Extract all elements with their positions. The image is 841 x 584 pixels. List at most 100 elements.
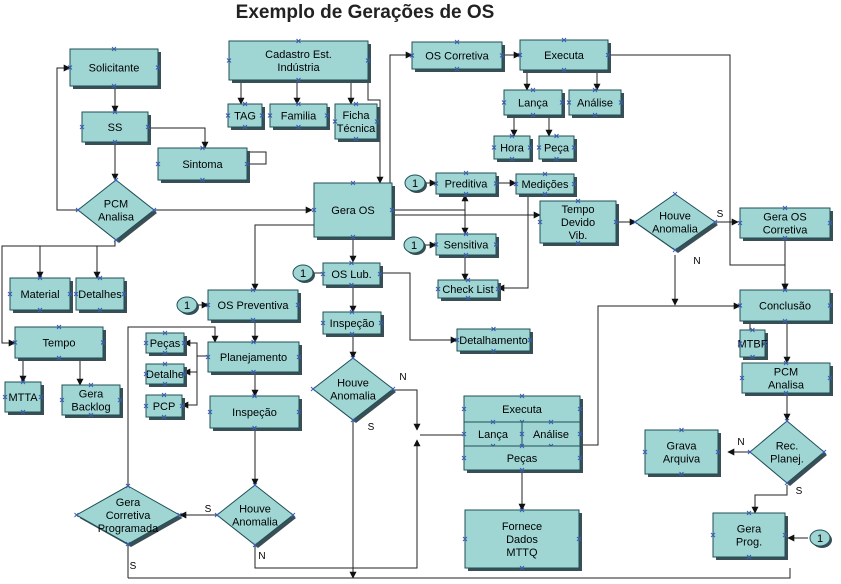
box-os-lub: OS Lub. [320,260,383,288]
connection-point-marker [324,113,330,118]
node-label: Gera OS [763,212,806,224]
node-label: OS Lub. [331,269,371,281]
node-label: Executa [502,404,543,416]
connection-point-marker [519,467,525,473]
connection-point-marker [530,87,536,93]
node-label: Gera [737,524,762,536]
node-label: Preditiva [445,179,489,191]
connection-point-marker [377,271,383,277]
connection-point-marker [821,449,827,455]
flow-line [1,245,115,347]
box-medicoes: Medições [513,171,577,197]
node-label: SS [108,122,123,134]
node-label: Análise [533,429,569,441]
connection-point-marker [519,431,525,437]
connection-point-marker [88,382,94,388]
connection-point-marker [226,58,232,63]
connection-point-marker [378,320,384,326]
connection-point-marker [782,235,788,241]
connection-point-marker [465,277,471,283]
connection-point-marker [672,191,678,197]
connection-point-marker [242,101,248,107]
connector-label: 1 [412,178,418,190]
connection-point-marker [113,177,119,183]
connection-point-marker [252,482,258,488]
box-material: Material [7,275,73,313]
connection-point-marker [390,386,396,392]
connection-point-marker [536,145,542,150]
connection-point-marker [73,291,79,297]
box-planejamento: Planejamento [205,339,302,375]
connection-point-marker [527,145,533,150]
connection-point-marker [465,295,471,301]
connection-point-marker [349,282,354,288]
connection-point-marker [162,330,168,336]
connection-point-marker [162,361,168,367]
decision-rec-planej: Rec.Planej. [747,418,827,486]
box-executa-top: Executa [517,37,611,73]
connection-point-marker [462,536,468,542]
connection-point-marker [618,100,624,105]
node-label: Programada [98,523,159,535]
node-label: Prog. [736,537,762,549]
node-label: MTBF [738,339,768,351]
flow-line [751,485,788,514]
connection-point-marker [374,119,380,124]
node-label: Analisa [98,212,135,224]
connection-point-marker [491,326,496,332]
node-label: Cadastro Est. [265,49,332,61]
connection-point-marker [7,291,13,297]
connection-point-marker [112,139,118,145]
connection-point-marker [491,348,496,354]
connector-c-geraprog: 1 [809,529,832,548]
node-label: MTTA [8,392,38,404]
flow-line [128,568,791,579]
node-label: Detalhes [78,289,122,301]
connection-point-marker [251,339,256,345]
connection-point-marker [746,510,752,516]
node-label: Backlog [71,402,110,414]
connection-point-marker [712,219,718,225]
connection-point-marker [2,394,8,400]
connection-point-marker [454,66,460,72]
connection-point-marker [155,161,161,167]
box-preditiva: Preditiva [433,170,499,197]
connection-point-marker [461,406,467,412]
connection-point-marker [782,205,788,211]
node-label: Dados [506,534,538,546]
connection-point-marker [519,393,525,399]
connection-point-marker [554,156,559,162]
connection-point-marker [100,340,106,345]
connection-point-marker [295,302,301,308]
connection-point-marker [575,240,581,246]
connection-point-marker [519,507,525,513]
connection-point-marker [493,242,499,247]
connection-point-marker [37,275,43,281]
connection-point-marker [463,191,469,197]
connection-point-marker [349,260,354,266]
node-label: PCP [153,401,176,413]
flow-line [251,224,314,291]
box-os-corretiva: OS Corretiva [409,39,505,72]
box-check-list: Check List [435,277,501,301]
node-label: Devido [561,217,595,229]
node-label: Material [20,289,59,301]
node-label: Peça [544,143,570,155]
connection-point-marker [251,369,256,375]
connection-point-marker [527,337,533,343]
connection-point-marker [827,303,833,308]
node-label: Grava [667,441,698,453]
connection-point-marker [38,394,44,400]
box-inspecao-mid: Inspeção [320,309,384,337]
connection-point-marker [827,375,833,381]
node-label: Inspeção [232,407,277,419]
connection-point-marker [501,100,507,105]
node-label: Peças [507,453,538,465]
connection-point-marker [88,412,94,418]
node-label: Sintoma [182,159,223,171]
flow-line [148,127,209,149]
connection-point-marker [225,113,231,118]
connection-point-marker [296,38,301,44]
